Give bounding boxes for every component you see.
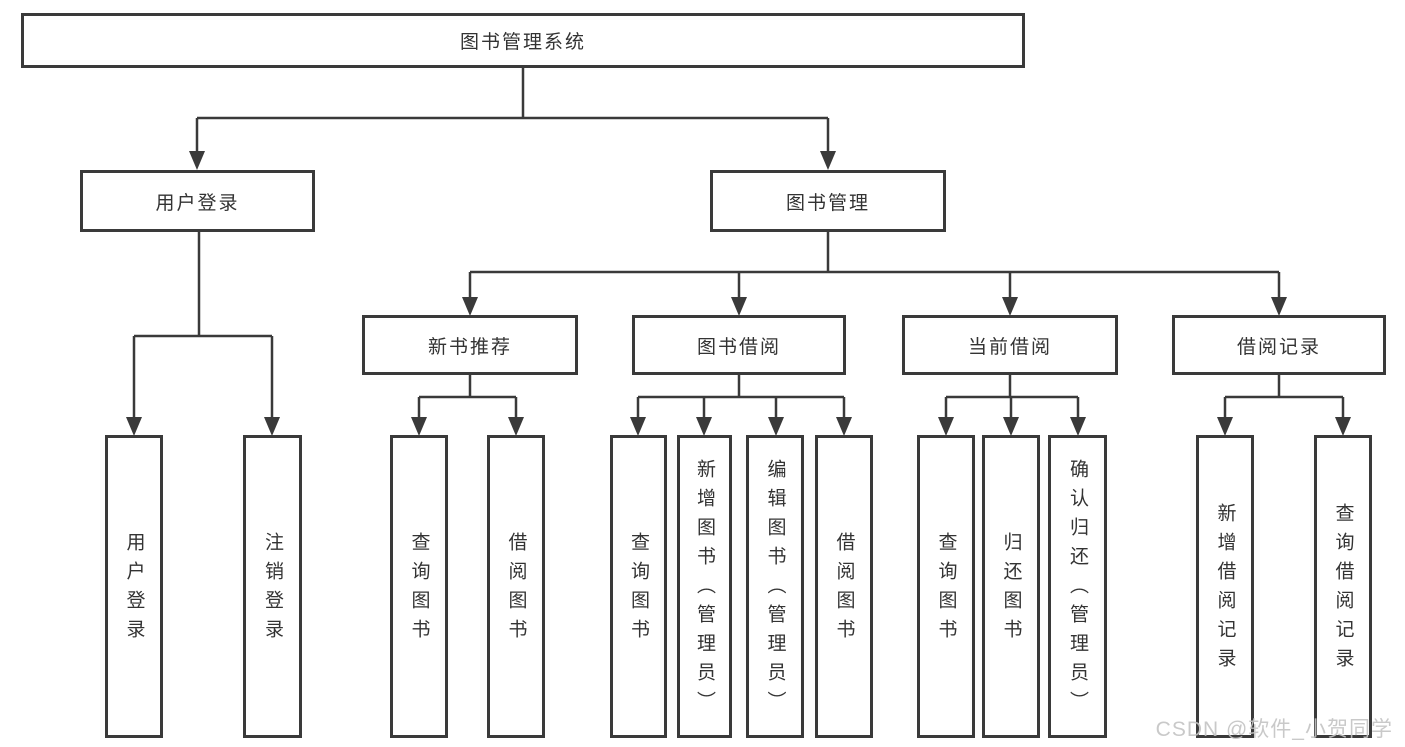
node-root: 图书管理系统 — [21, 13, 1025, 68]
leaf-query-borrow-record: 查询借阅记录 — [1314, 435, 1372, 738]
leaf-query-books-current: 查询图书 — [917, 435, 975, 738]
leaf-add-book-admin: 新增图书（管理员） — [677, 435, 732, 738]
node-current-borrowing: 当前借阅 — [902, 315, 1118, 375]
leaf-borrow-books-recommend: 借阅图书 — [487, 435, 545, 738]
node-new-book-recommend: 新书推荐 — [362, 315, 578, 375]
node-borrowing-records: 借阅记录 — [1172, 315, 1386, 375]
leaf-borrow-books: 借阅图书 — [815, 435, 873, 738]
leaf-user-login: 用户登录 — [105, 435, 163, 738]
leaf-logout: 注销登录 — [243, 435, 302, 738]
node-book-management: 图书管理 — [710, 170, 946, 232]
leaf-query-books-borrowing: 查询图书 — [610, 435, 667, 738]
leaf-add-borrow-record: 新增借阅记录 — [1196, 435, 1254, 738]
node-book-borrowing: 图书借阅 — [632, 315, 846, 375]
leaf-query-books-recommend: 查询图书 — [390, 435, 448, 738]
leaf-return-books: 归还图书 — [982, 435, 1040, 738]
node-user-login: 用户登录 — [80, 170, 315, 232]
csdn-watermark: CSDN @软件_小贺同学 — [1155, 718, 1393, 741]
leaf-edit-book-admin: 编辑图书（管理员） — [746, 435, 804, 738]
leaf-confirm-return-admin: 确认归还（管理员） — [1048, 435, 1107, 738]
